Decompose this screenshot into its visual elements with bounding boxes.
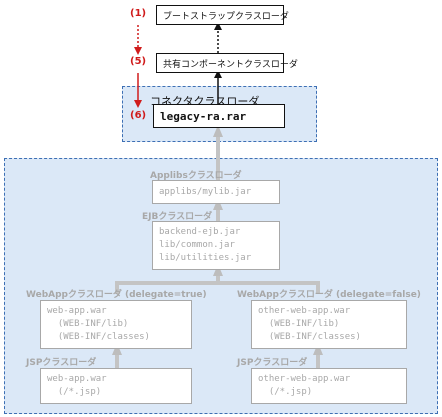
applibs-classloader-label: Applibsクラスローダ bbox=[150, 171, 242, 181]
step-5-label: (5) bbox=[130, 56, 147, 67]
bootstrap-classloader-label: ブートストラップクラスローダ bbox=[163, 11, 289, 22]
legacy-rar-label: legacy-ra.rar bbox=[160, 109, 247, 123]
step-1-label: (1) bbox=[130, 8, 147, 19]
jsp-right-classloader-label: JSPクラスローダ bbox=[237, 358, 308, 368]
jsp-left-classloader-label: JSPクラスローダ bbox=[26, 358, 97, 368]
webapp-left-classloader-label: WebAppクラスローダ (delegate=true) bbox=[26, 290, 207, 300]
legacy-rar-box: legacy-ra.rar bbox=[153, 104, 285, 128]
step-6-label: (6) bbox=[130, 110, 147, 121]
bootstrap-classloader-box: ブートストラップクラスローダ bbox=[156, 5, 289, 25]
jsp-right-box: other-web-app.war (/*.jsp) bbox=[251, 368, 407, 404]
shared-classloader-label: 共有コンポーネントクラスローダ bbox=[163, 59, 298, 70]
applibs-box: applibs/mylib.jar bbox=[152, 180, 280, 204]
webapp-right-box: other-web-app.war (WEB-INF/lib) (WEB-INF… bbox=[251, 300, 407, 349]
webapp-right-classloader-label: WebAppクラスローダ (delegate=false) bbox=[237, 290, 421, 300]
shared-classloader-box: 共有コンポーネントクラスローダ bbox=[156, 53, 298, 73]
ejb-box: backend-ejb.jar lib/common.jar lib/utili… bbox=[152, 221, 280, 270]
jsp-left-box: web-app.war (/*.jsp) bbox=[40, 368, 192, 404]
webapp-left-box: web-app.war (WEB-INF/lib) (WEB-INF/class… bbox=[40, 300, 192, 349]
ejb-classloader-label: EJBクラスローダ bbox=[142, 212, 213, 222]
